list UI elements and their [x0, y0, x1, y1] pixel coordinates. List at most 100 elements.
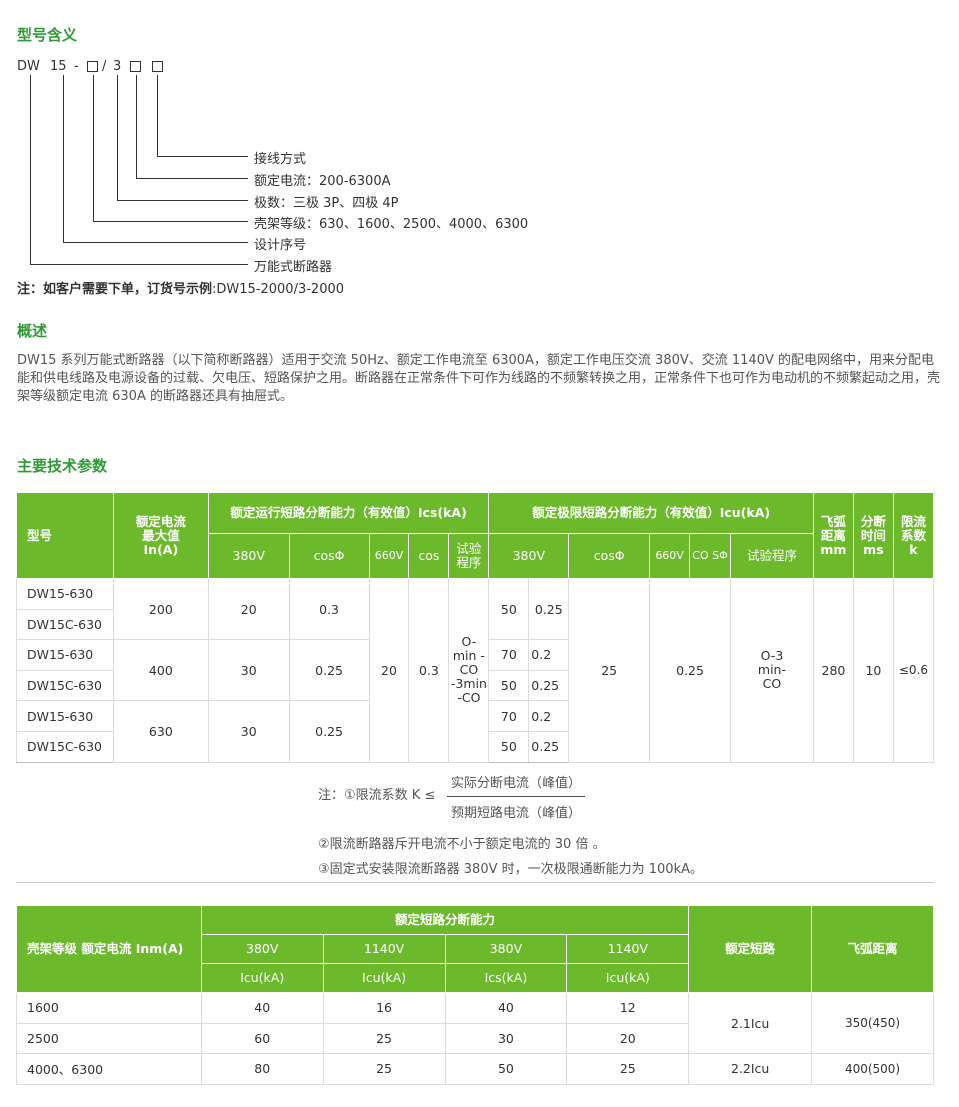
th-380v: 380V [207, 533, 290, 579]
cell-icu380: 50 [488, 577, 530, 641]
th-ics: 额定运行短路分断能力（有效值）Ics(kA) [207, 492, 490, 534]
cell-arc: 350(450) [811, 992, 934, 1054]
table-row: DW15-630 400 30 0.25 70 0.2 [16, 639, 934, 702]
th-unit: Icu(kA) [566, 963, 690, 993]
cell-icu380-cos: 0.25 [528, 730, 570, 763]
connector-line [117, 75, 118, 201]
cell-icu660: 0.25 [649, 578, 731, 763]
th-voltage: 1140V [566, 934, 690, 964]
code-dash: - [74, 59, 79, 74]
cell-rated-short: 2.2Icu [688, 1053, 813, 1085]
cell-value: 16 [322, 992, 446, 1024]
overview-title: 概述 [17, 322, 48, 340]
cell-value: 25 [322, 1022, 446, 1054]
cell-icu380-cos: 0.25 [528, 577, 570, 641]
th-arc: 飞弧 距离 mm [812, 492, 854, 579]
table-row: 2500 60 25 30 20 [16, 1022, 934, 1054]
cell-rated: 200 [112, 577, 209, 641]
table-row: 1600 40 16 40 12 2.1Icu 350(450) [16, 992, 934, 1054]
note-1-prefix: 注：①限流系数 K ≤ [318, 788, 436, 803]
connector-line [63, 75, 64, 243]
th-voltage: 380V [444, 934, 568, 964]
cell-model: DW15C-630 [16, 608, 114, 641]
th-voltage: 380V [200, 934, 324, 964]
cell-arc: 400(500) [811, 1053, 934, 1085]
cell-rated: 630 [112, 700, 209, 763]
th-660v: 660V [368, 533, 410, 579]
cell-ics380: 30 [207, 639, 290, 702]
th-660v: 660V [649, 533, 691, 579]
params-table-1: 型号 额定电流 最大值 In(A) 额定运行短路分断能力（有效值）Ics(kA)… [16, 492, 935, 763]
cell-ics-test: O- min -CO -3min -CO [448, 578, 490, 763]
label-rated-current: 额定电流：200-6300A [254, 174, 391, 189]
note-1-numerator: 实际分断电流（峰值） [447, 772, 586, 797]
th-cos: cos [408, 533, 450, 579]
cell-icu380-cos: 0.2 [528, 639, 570, 671]
connector-line [93, 221, 248, 222]
order-note-prefix: 注：如客户需要下单，订货号示例 [17, 282, 213, 297]
cell-icu380: 50 [488, 730, 530, 763]
th-breaking: 额定短路分断能力 [200, 905, 690, 935]
cell-ics660-cos: 0.3 [408, 578, 450, 763]
label-wiring: 接线方式 [254, 152, 307, 167]
label-poles: 极数：三极 3P、四极 4P [254, 196, 399, 211]
table-row: DW15C-630 50 0.25 [16, 669, 934, 702]
table-row: DW15-630 200 20 0.3 20 0.3 O- min -CO -3… [16, 577, 935, 763]
cell-value: 12 [566, 992, 690, 1024]
label-frame: 壳架等级：630、1600、2500、4000、6300 [254, 217, 529, 232]
th-test: 试验 程序 [448, 533, 490, 579]
th-frame: 壳架等级 额定电流 Inm(A) [16, 905, 202, 993]
cell-ics660: 20 [368, 578, 410, 763]
cell-icu380: 70 [488, 700, 530, 732]
cell-value: 60 [200, 1022, 324, 1054]
code-number: 15 [50, 59, 67, 74]
order-note-value: :DW15-2000/3-2000 [212, 282, 345, 297]
cell-model: DW15-630 [16, 639, 114, 671]
cell-ics-cos: 0.3 [288, 577, 370, 641]
cell-icu-cos: 25 [568, 578, 651, 763]
th-380v: 380V [488, 533, 570, 579]
th-time: 分断 时间 ms [852, 492, 894, 579]
connector-line [117, 200, 248, 201]
cell-icu380-cos: 0.25 [528, 669, 570, 702]
table-row: DW15-630 630 30 0.25 70 0.2 [16, 700, 934, 763]
model-code-diagram: DW 15 - / 3 接线方式 额定电流：200-6300A 极数：三极 3P… [0, 50, 600, 280]
cell-model: DW15-630 [16, 578, 114, 610]
code-prefix: DW [17, 59, 40, 74]
connector-line [30, 75, 31, 265]
note-1-fraction: 实际分断电流（峰值） 预期短路电流（峰值） [447, 772, 586, 821]
cell-frame: 4000、6300 [16, 1053, 202, 1085]
cell-ics-cos: 0.25 [288, 700, 370, 763]
cell-icu-test: O-3 min- CO [729, 578, 814, 763]
cell-value: 25 [322, 1053, 446, 1085]
table-row: DW15C-630 50 0.25 [16, 730, 934, 763]
cell-value: 25 [566, 1053, 690, 1085]
connector-line [157, 156, 248, 157]
label-design: 设计序号 [254, 238, 307, 253]
label-type: 万能式断路器 [254, 260, 333, 275]
th-voltage: 1140V [322, 934, 446, 964]
th-cos: cosΦ [568, 533, 651, 579]
th-k: 限流 系数 k [892, 492, 935, 579]
connector-line [93, 75, 94, 222]
cell-value: 80 [200, 1053, 324, 1085]
order-note: 注：如客户需要下单，订货号示例:DW15-2000/3-2000 [17, 278, 344, 297]
code-box-current [130, 61, 141, 72]
cell-icu380-cos: 0.2 [528, 700, 570, 732]
th-rated: 额定电流 最大值 In(A) [112, 492, 209, 579]
cell-model: DW15C-630 [16, 669, 114, 702]
th-icu: 额定极限短路分断能力（有效值）Icu(kA) [488, 492, 814, 534]
code-box-wiring [152, 61, 163, 72]
th-unit: Icu(kA) [322, 963, 446, 993]
cell-model: DW15-630 [16, 700, 114, 732]
code-poles: 3 [113, 59, 122, 74]
params-title: 主要技术参数 [17, 457, 108, 475]
cell-value: 40 [200, 992, 324, 1024]
cell-icu380: 70 [488, 639, 530, 671]
note-2: ②限流断路器斥开电流不小于额定电流的 30 倍 。 [318, 837, 606, 852]
connector-line [136, 178, 248, 179]
cell-value: 50 [444, 1053, 568, 1085]
divider [16, 882, 934, 883]
connector-line [157, 75, 158, 157]
th-unit: Icu(kA) [200, 963, 324, 993]
